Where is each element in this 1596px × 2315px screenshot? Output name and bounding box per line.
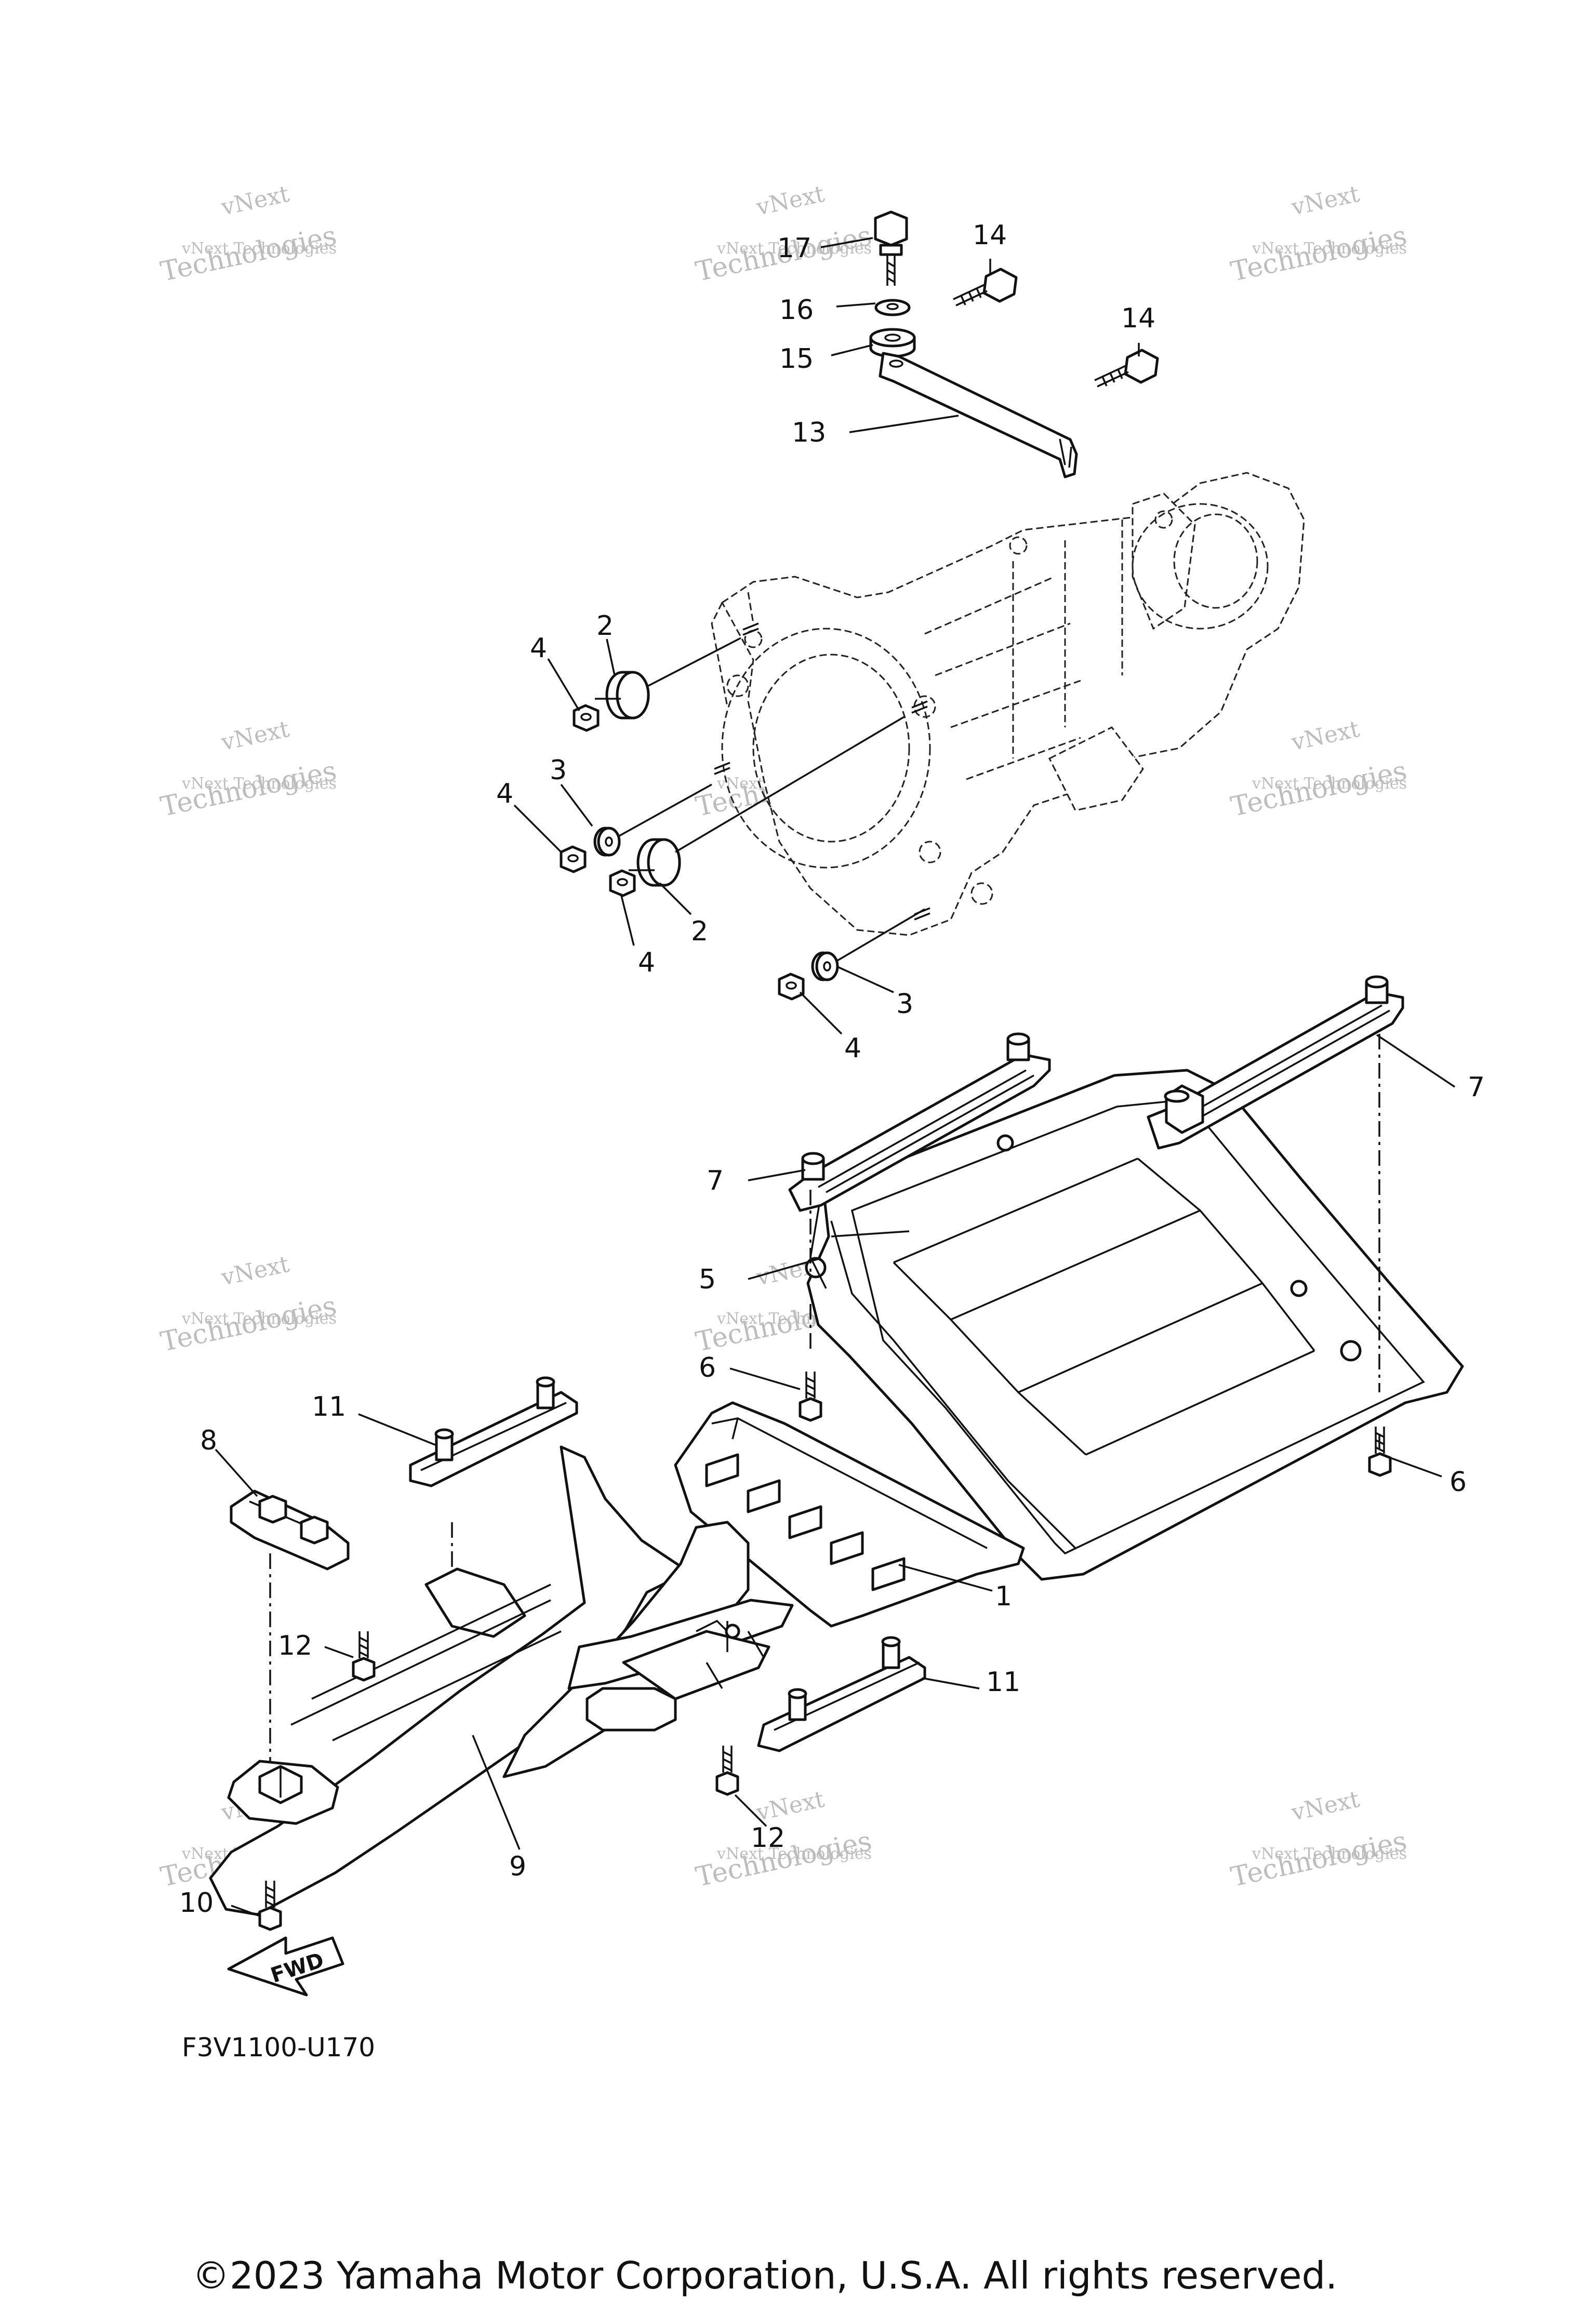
bolt-14-lower (1094, 349, 1159, 388)
watermark: vNext Technologies vNext Technologies (1228, 716, 1409, 823)
callout-1: 1 (995, 1581, 1012, 1612)
callout-3-lower: 3 (896, 989, 913, 1020)
svg-text:vNext Technologies: vNext Technologies (181, 1310, 337, 1328)
nut-4-mid (560, 845, 587, 873)
bracket-13 (879, 352, 1078, 478)
washer-3-lower (811, 908, 925, 981)
diagram-code: F3V1100-U170 (182, 2032, 375, 2063)
svg-text:vNext: vNext (754, 1786, 827, 1827)
leader-lines (215, 237, 1455, 1917)
bolt-17 (874, 210, 908, 286)
callout-15: 15 (779, 343, 814, 375)
ride-plate-1 (674, 1401, 1025, 1628)
pad-11-upper (409, 1376, 578, 1487)
watermark: vNext Technologies vNext Technologies (158, 1251, 339, 1358)
callout-2-upper: 2 (596, 610, 614, 642)
washer-16 (874, 299, 911, 316)
callout-6-right: 6 (1449, 1467, 1467, 1498)
callout-3-upper: 3 (550, 755, 567, 786)
watermark: vNext Technologies vNext Technologies (1228, 181, 1409, 288)
nut-4-lower (609, 869, 636, 897)
fwd-arrow-icon: FWD (227, 1936, 344, 1997)
callout-12-left: 12 (278, 1630, 312, 1661)
bolt-6-left (799, 1372, 822, 1422)
callout-14-upper: 14 (973, 220, 1007, 251)
sponson-9 (209, 1445, 794, 1916)
pad-11-lower (757, 1636, 926, 1752)
jet-pump-ghost (711, 472, 1305, 936)
callout-17: 17 (777, 233, 812, 264)
callout-4-lower: 4 (638, 947, 655, 978)
grommet-15 (869, 328, 916, 358)
callout-9: 9 (509, 1851, 526, 1882)
damper-2-lower (629, 716, 905, 887)
callout-5: 5 (699, 1264, 716, 1295)
svg-text:vNext Technologies: vNext Technologies (1252, 240, 1407, 258)
mount-studs (714, 622, 930, 921)
callout-16: 16 (779, 295, 814, 326)
callout-7-left: 7 (707, 1165, 724, 1196)
callout-4-upper: 4 (530, 633, 547, 664)
callout-12-right: 12 (751, 1822, 785, 1854)
bolt-12-left (352, 1631, 376, 1682)
svg-text:vNext: vNext (219, 181, 292, 221)
callouts: 17 16 15 13 14 14 2 4 3 4 2 4 3 4 7 7 5 … (179, 220, 1485, 1919)
svg-text:vNext: vNext (1289, 181, 1362, 221)
callout-7-right: 7 (1468, 1072, 1485, 1103)
nut-4-bottom (778, 973, 805, 1001)
watermark: vNext Technologies vNext Technologies (158, 716, 339, 823)
copyright-notice: ©2023 Yamaha Motor Corporation, U.S.A. A… (192, 2254, 1337, 2297)
nut-4-upper (573, 704, 600, 732)
svg-text:vNext Technologies: vNext Technologies (181, 240, 337, 258)
watermark: vNext Technologies vNext Technologies (1228, 1786, 1409, 1893)
svg-text:vNext: vNext (219, 716, 292, 756)
svg-text:vNext: vNext (219, 1251, 292, 1292)
svg-text:vNext: vNext (1289, 1786, 1362, 1827)
svg-text:vNext Technologies: vNext Technologies (716, 1845, 872, 1863)
watermark: vNext Technologies vNext Technologies (158, 181, 339, 288)
callout-4-bottom: 4 (844, 1033, 861, 1064)
callout-6-left: 6 (699, 1352, 716, 1383)
svg-text:vNext Technologies: vNext Technologies (181, 775, 337, 793)
rail-7-right (1147, 975, 1404, 1150)
svg-text:vNext Technologies: vNext Technologies (1252, 1845, 1407, 1863)
callout-8: 8 (200, 1425, 217, 1456)
callout-11-lower: 11 (986, 1667, 1020, 1698)
rail-7-left (788, 1032, 1051, 1212)
bolt-14-upper (953, 268, 1018, 307)
svg-text:vNext: vNext (754, 181, 827, 221)
callout-10: 10 (179, 1887, 214, 1919)
bolt-12-right (715, 1746, 739, 1796)
washer-3-upper (593, 783, 712, 857)
bolt-10 (258, 1881, 282, 1931)
callout-14-lower: 14 (1121, 303, 1155, 334)
callout-13: 13 (792, 417, 826, 448)
damper-2-upper (595, 637, 741, 720)
svg-text:vNext Technologies: vNext Technologies (1252, 775, 1407, 793)
pad-8 (230, 1489, 350, 1571)
callout-2-lower: 2 (691, 916, 708, 947)
svg-text:vNext: vNext (1289, 716, 1362, 756)
watermarks: vNext Technologies vNext Technologies vN… (158, 181, 1409, 1893)
callout-4-mid: 4 (496, 778, 513, 809)
alignment-lines (269, 1034, 1380, 1777)
callout-11-upper: 11 (312, 1391, 346, 1422)
bolt-6-right (1368, 1427, 1392, 1477)
